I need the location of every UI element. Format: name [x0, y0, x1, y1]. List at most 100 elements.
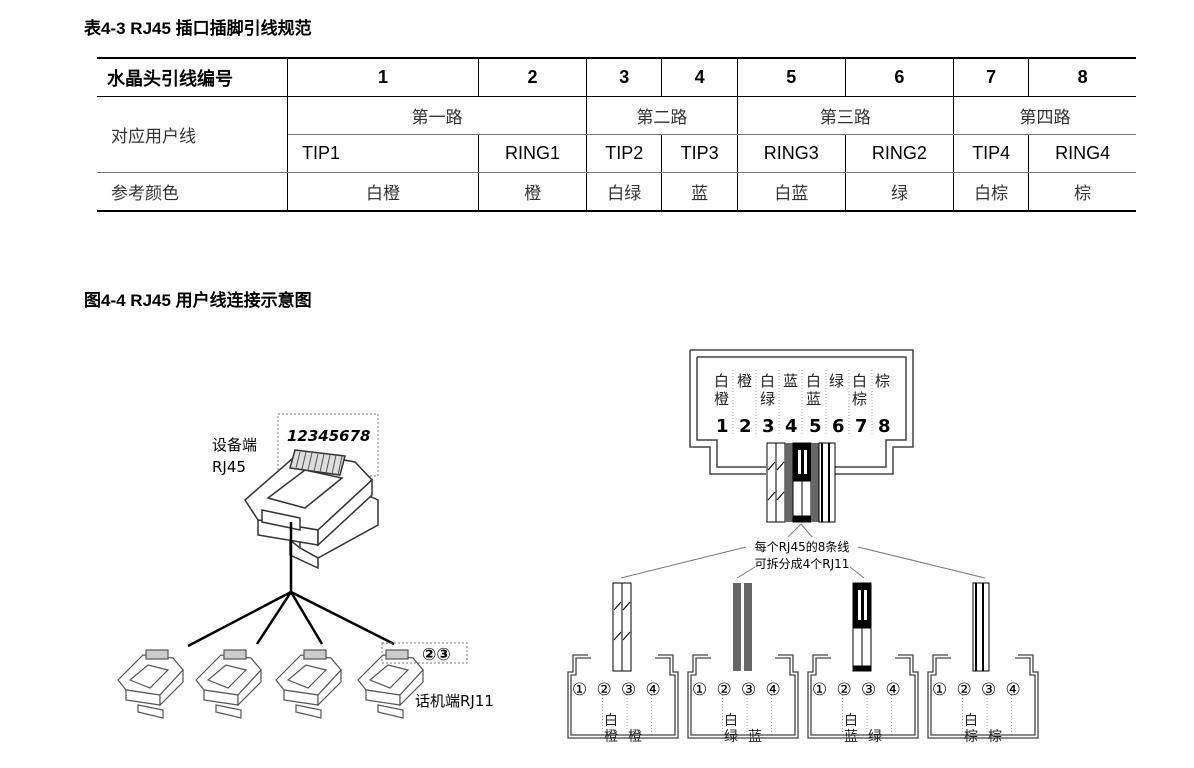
channel-2: 第二路 — [586, 96, 738, 135]
pin-1: 1 — [287, 57, 479, 97]
rj11-socket — [687, 654, 799, 739]
rj11-connector — [195, 649, 262, 719]
rj45-color-label: 白 — [760, 372, 775, 390]
cable-lines — [187, 522, 395, 648]
rj11-pin-number: ① — [932, 680, 947, 700]
rj11-pin-number: ① — [692, 680, 707, 700]
signal-cell: TIP2 — [586, 134, 663, 173]
rj45-pin: 7 — [855, 416, 868, 437]
rj11-color-label: 白 — [604, 713, 618, 729]
rj45-pin: 5 — [809, 416, 822, 437]
pin-6: 6 — [844, 57, 955, 97]
phone-label: 话机端RJ11 — [415, 692, 494, 710]
color-cell: 棕 — [1028, 172, 1136, 212]
table-header-row: 水晶头引线编号 1 2 3 4 5 6 7 8 — [97, 57, 1136, 97]
rj11-pin-number: ② — [837, 680, 852, 700]
device-label-line1: 设备端 — [212, 436, 257, 454]
color-cell: 绿 — [844, 172, 955, 212]
phone-rj11-connectors — [117, 642, 468, 719]
rj11-pin-number: ④ — [886, 680, 901, 700]
rj11-socket-outline — [807, 654, 919, 739]
rj45-color-label: 蓝 — [783, 372, 798, 390]
rj11-color-label: 蓝 — [844, 729, 858, 745]
rj45-color-labels: 白 橙 橙 白 绿 蓝 白 蓝 绿 白 棕 棕 — [714, 372, 890, 408]
rj45-pin: 8 — [878, 416, 891, 437]
rj11-pin-number: ① — [572, 680, 587, 700]
rj45-pin-table: 水晶头引线编号 1 2 3 4 5 6 7 8 对应用户线 第一路 第二路 第三… — [97, 57, 1136, 212]
rj11-pin-number: ③ — [861, 680, 876, 700]
rj11-color-label: 橙 — [604, 729, 618, 745]
pin-8: 8 — [1028, 57, 1136, 97]
color-cell: 白棕 — [952, 172, 1030, 212]
channel-1: 第一路 — [286, 96, 588, 135]
pin-5: 5 — [736, 57, 846, 97]
rj11-pin-number: ③ — [741, 680, 756, 700]
rj11-color-label: 蓝 — [748, 729, 762, 745]
rj11-color-label: 白 — [724, 713, 738, 729]
rj45-color-label: 白 — [714, 372, 729, 390]
rj45-pin: 1 — [716, 416, 729, 437]
rj11-socket — [567, 654, 679, 739]
rj11-socket-outline — [927, 654, 1039, 739]
rj11-color-label: 橙 — [628, 729, 642, 745]
user-line-label: 对应用户线 — [97, 96, 288, 173]
signal-cell: RING2 — [844, 134, 955, 173]
color-cell: 橙 — [477, 172, 588, 212]
phone-pins-label: ②③ — [422, 645, 451, 665]
rj45-color-label: 绿 — [760, 390, 775, 408]
table-row: 参考颜色 白橙 橙 白绿 蓝 白蓝 绿 白棕 棕 — [97, 172, 1136, 212]
rj45-color-label: 绿 — [829, 372, 844, 390]
signal-cell: TIP1 — [287, 134, 479, 173]
rj45-wire-bundle — [766, 442, 836, 523]
rj11-color-label: 白 — [844, 713, 858, 729]
table-caption: 表4-3 RJ45 插口插脚引线规范 — [84, 19, 312, 38]
rj11-socket-outline — [687, 654, 799, 739]
rj11-socket-outline — [810, 657, 916, 736]
signal-cell: TIP4 — [952, 134, 1030, 173]
rj11-socket-outline — [567, 654, 679, 739]
rj45-pin-numbers: 1 2 3 4 5 6 7 8 — [716, 416, 891, 437]
rj11-pin-number: ④ — [646, 680, 661, 700]
pin-7: 7 — [952, 57, 1030, 97]
color-cell: 蓝 — [661, 172, 738, 212]
signal-cell: RING3 — [736, 134, 846, 173]
rj11-color-label: 绿 — [724, 729, 738, 745]
split-note-line1: 每个RJ45的8条线 — [755, 539, 850, 554]
signal-cell: RING1 — [477, 134, 588, 173]
rj45-color-label: 蓝 — [806, 390, 821, 408]
color-cell: 白蓝 — [736, 172, 846, 212]
rj11-color-label: 棕 — [964, 729, 978, 745]
rj45-pin: 6 — [832, 416, 845, 437]
rj11-socket-outline — [930, 657, 1036, 736]
split-note-line2: 可拆分成4个RJ11 — [755, 556, 850, 571]
device-label-line2: RJ45 — [212, 458, 246, 476]
rj11-connector — [275, 649, 342, 719]
table-row: TIP1 RING1 TIP2 TIP3 RING3 RING2 TIP4 RI… — [97, 134, 1136, 173]
pin-numbers-label: 12345678 — [287, 427, 371, 445]
rj45-pin: 3 — [762, 416, 775, 437]
channel-4: 第四路 — [953, 96, 1136, 135]
rj11-wire-pairs — [612, 582, 990, 672]
rj45-color-label: 橙 — [737, 372, 752, 390]
rj11-connector — [357, 649, 424, 719]
channel-3: 第三路 — [736, 96, 955, 135]
device-rj45-connector — [244, 413, 379, 570]
figure-caption: 图4-4 RJ45 用户线连接示意图 — [84, 291, 312, 310]
header-label: 水晶头引线编号 — [97, 57, 288, 97]
rj11-socket-outline — [690, 657, 796, 736]
color-label: 参考颜色 — [97, 172, 288, 212]
split-lines — [620, 523, 986, 579]
pin-3: 3 — [586, 57, 663, 97]
rj45-pin: 4 — [785, 416, 798, 437]
rj11-socket — [807, 654, 919, 739]
rj45-color-label: 棕 — [875, 372, 890, 390]
rj11-color-label: 棕 — [988, 729, 1002, 745]
rj11-socket-outline — [570, 657, 676, 736]
rj11-socket — [927, 654, 1039, 739]
rj11-pin-number: ④ — [1006, 680, 1021, 700]
rj11-connector — [117, 649, 184, 719]
color-cell: 白绿 — [586, 172, 663, 212]
rj11-pin-number: ② — [957, 680, 972, 700]
rj11-pin-number: ① — [812, 680, 827, 700]
rj45-color-label: 白 — [806, 372, 821, 390]
